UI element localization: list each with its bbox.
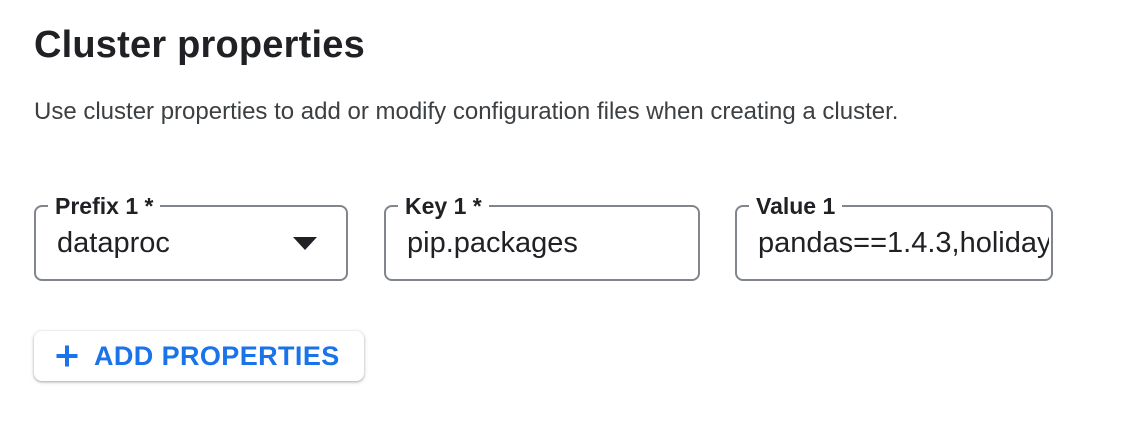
section-description: Use cluster properties to add or modify … — [34, 98, 899, 125]
add-properties-button[interactable]: ADD PROPERTIES — [34, 331, 364, 381]
value-field-label: Value 1 — [749, 192, 843, 220]
key-field: Key 1 * — [384, 192, 700, 281]
key-field-label: Key 1 * — [398, 192, 489, 220]
dropdown-arrow-icon — [293, 237, 317, 250]
plus-icon — [56, 345, 78, 367]
prefix-select-value: dataproc — [57, 226, 170, 259]
value-field: Value 1 — [735, 192, 1053, 281]
prefix-select[interactable]: Prefix 1 * dataproc — [34, 192, 348, 281]
add-properties-label: ADD PROPERTIES — [94, 340, 340, 371]
page-title: Cluster properties — [34, 24, 365, 66]
prefix-select-label: Prefix 1 * — [48, 192, 161, 220]
